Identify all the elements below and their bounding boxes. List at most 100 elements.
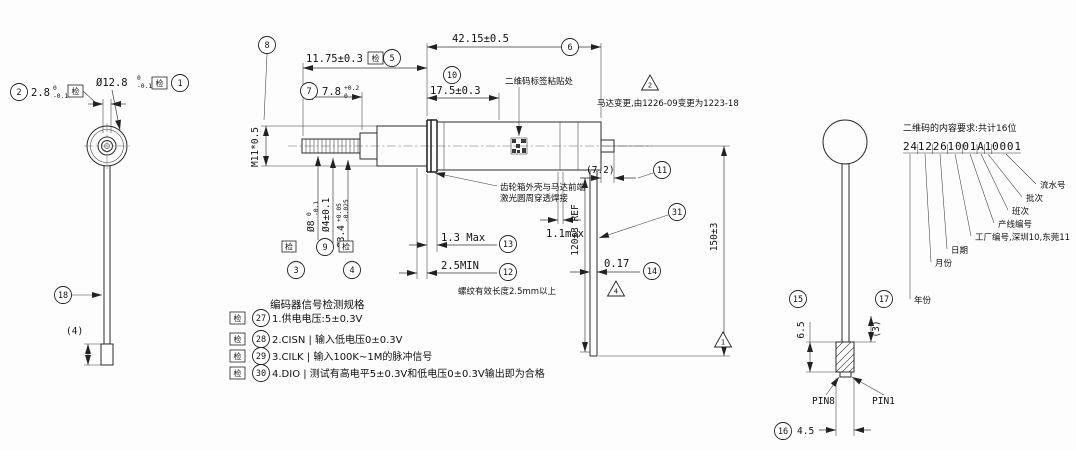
field-line-label: 产线编号 — [998, 219, 1032, 230]
balloon-callout-15: 15 — [789, 290, 807, 308]
dim-stud-value: 7.8 — [322, 86, 341, 98]
balloon-callout-1: 1 — [171, 74, 189, 92]
dim-rod-exposed: (3) 17 — [854, 290, 893, 343]
balloon-callout-17: 17 — [875, 290, 893, 308]
svg-text:-0.1: -0.1 — [313, 201, 320, 216]
qr-requirements-title: 二维码的内容要求:共计16位 — [903, 122, 1017, 134]
svg-text:Ø3.4: Ø3.4 — [336, 225, 347, 248]
dim-wire: 0.17 14 4 — [570, 258, 661, 297]
left-end-view: 2 2.8 0 -0.1 检 Ø12.8 0 -0.1 检 — [10, 74, 189, 366]
code-group-ticks — [917, 144, 993, 154]
dim-total-length: 42.15±0.5 6 — [426, 33, 602, 118]
dim-hub-tol-upper: 0 — [53, 85, 57, 92]
encoder-spec-block: 编码器信号检测规格 检 27 1.供电电压:5±0.3V 检 28 2.CISN… — [229, 298, 545, 382]
inspection-tag: 检 — [281, 240, 297, 253]
dim-flange-value: 1.3 Max — [441, 232, 485, 244]
dim-front-value: 11.75±0.3 — [306, 53, 363, 65]
field-factory-label: 工厂编号,深圳10,东莞11 — [975, 232, 1070, 243]
thread-note-text: 螺纹有效长度2.5mm以上 — [458, 286, 557, 297]
dim-thread-m11: M11*0.5 — [250, 125, 377, 167]
inspection-tag: 检 — [338, 240, 354, 253]
field-batch-label: 批次 — [1026, 193, 1044, 204]
svg-text:检: 检 — [234, 351, 242, 361]
balloon-18-number: 18 — [58, 291, 68, 301]
balloon-callout-28: 28 — [252, 330, 270, 348]
dim-body-front: 17.5±0.3 10 — [427, 66, 500, 120]
dim-cable-tip: (4) — [66, 326, 101, 366]
svg-text:13: 13 — [503, 240, 513, 250]
svg-text:检: 检 — [72, 86, 80, 96]
dim-d8: Ø8 0 -0.1 — [306, 201, 320, 232]
dim-d4: Ø4±0.1 — [321, 197, 332, 232]
right-cable-rod — [841, 164, 850, 342]
weld-note-line2: 激光圆周穿透焊接 — [500, 193, 569, 204]
balloon-callout-9: 9 — [316, 238, 334, 256]
svg-text:31: 31 — [672, 208, 682, 218]
balloon-callout-10: 10 — [443, 66, 461, 84]
inspection-tag: 检 — [151, 76, 168, 90]
spec-line-4: 4.DIO | 测试有高电平5±0.3V和低电压0±0.3V输出即为合格 — [272, 367, 545, 380]
inspection-tag: 检 — [367, 51, 384, 65]
pin-labels: PIN8 PIN1 — [812, 376, 895, 407]
svg-text:5: 5 — [389, 54, 394, 64]
svg-text:0: 0 — [306, 212, 313, 216]
qr-sticker-note-text: 二维码标签粘贴处 — [505, 76, 574, 87]
revision-triangle-1: 1 — [713, 331, 733, 348]
balloon-callout-7: 7 — [300, 82, 318, 100]
dim-outer-tol-lower: -0.1 — [137, 83, 152, 90]
inspection-tag: 检 — [67, 84, 84, 98]
svg-text:7: 7 — [306, 87, 311, 97]
svg-text:检: 检 — [372, 53, 380, 63]
field-year-label: 年份 — [914, 295, 932, 306]
svg-text:27: 27 — [256, 314, 266, 324]
svg-text:1: 1 — [721, 339, 725, 347]
dim-connector-height: 6.5 15 — [789, 290, 836, 373]
balloon-callout-2: 2 — [10, 83, 28, 101]
dim-stud-length: 7 7.8 +0.2 0 — [300, 82, 363, 130]
qr-sticker-note: 二维码标签粘贴处 — [505, 76, 574, 136]
inspection-tag: 检 — [229, 349, 246, 363]
spec-line-2: 2.CISN | 输入低电压0±0.3V — [272, 333, 403, 346]
main-assembly-view: 42.15±0.5 6 11.75±0.3 检 5 8 — [250, 33, 739, 357]
dim-connector-width: 4.5 16 — [774, 378, 871, 440]
dim-stub-value: (7.2) — [586, 165, 615, 176]
balloon-callout-31: 31 — [598, 203, 686, 239]
balloon-callout-30: 30 — [252, 364, 270, 382]
dim-stud-tol-lower: 0 — [344, 93, 348, 100]
svg-text:检: 检 — [234, 368, 242, 378]
balloon-callout-6: 6 — [561, 38, 579, 56]
dim-outer-value: Ø12.8 — [96, 77, 128, 89]
svg-text:16: 16 — [778, 427, 788, 437]
dim-tip-value: (4) — [66, 326, 83, 337]
balloon-callout-3: 3 — [287, 261, 305, 279]
svg-text:检: 检 — [234, 313, 242, 323]
dim-overall-value: 150±3 — [709, 223, 720, 252]
svg-text:检: 检 — [156, 78, 164, 88]
svg-text:10: 10 — [447, 71, 457, 81]
svg-text:12: 12 — [503, 268, 513, 278]
spec-line-3: 3.CILK | 输入100K~1M的脉冲信号 — [272, 350, 432, 363]
dim-connector-height-value: 6.5 — [796, 321, 807, 338]
thread-spec-text: M11*0.5 — [250, 127, 261, 167]
dim-outer-diameter: Ø12.8 0 -0.1 检 1 — [96, 74, 189, 131]
balloon-callout-5: 5 — [383, 49, 401, 67]
weld-note: 齿轮箱外壳与马达前端 激光圆周穿透焊接 — [434, 172, 586, 204]
dim-d34: Ø3.4 +0.05 -0.025 — [336, 199, 350, 248]
inspection-tag: 检 — [229, 311, 246, 325]
dim-thread-length: 2.5MIN 12 螺纹有效长度2.5mm以上 — [399, 168, 557, 297]
left-cable-rod — [100, 166, 114, 366]
dim-shaft-diameters: Ø8 0 -0.1 Ø4±0.1 Ø3.4 +0.05 -0.025 检 9 — [281, 156, 361, 279]
dim-stud-tol-upper: +0.2 — [344, 85, 359, 92]
dim-total-value: 42.15±0.5 — [452, 33, 509, 45]
inspection-tag: 检 — [229, 366, 246, 380]
svg-text:2: 2 — [648, 82, 652, 90]
balloon-callout-29: 29 — [252, 347, 270, 365]
encoder-spec-title: 编码器信号检测规格 — [270, 298, 365, 311]
balloon-callout-18: 18 — [54, 286, 102, 304]
balloon-2-number: 2 — [16, 88, 21, 98]
svg-text:6: 6 — [567, 43, 572, 53]
dim-hub-value: 2.8 — [31, 87, 50, 99]
right-rear-view: 6.5 15 (3) 17 PIN8 PIN1 — [774, 119, 895, 440]
